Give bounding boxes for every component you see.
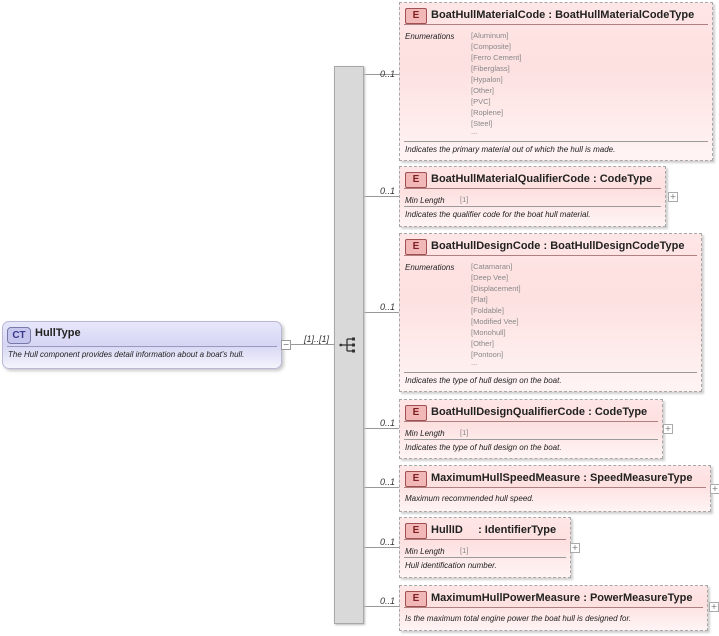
element-type: : CodeType [588, 406, 648, 418]
connector-line [362, 547, 399, 548]
complex-type-description: The Hull component provides detail infor… [8, 350, 245, 359]
complex-type-hulltype[interactable]: CT HullType The Hull component provides … [2, 321, 282, 369]
min-length-value: [1] [460, 428, 469, 437]
element-boathulldesignqualifiercode[interactable]: E BoatHullDesignQualifierCode : CodeType… [399, 399, 663, 459]
element-boathullmaterialcode[interactable]: E BoatHullMaterialCode : BoatHullMateria… [399, 2, 713, 161]
element-type: : BoatHullMaterialCodeType [548, 9, 695, 21]
divider [404, 206, 661, 207]
element-badge: E [405, 8, 427, 24]
enum-item: [Steel] [471, 119, 493, 128]
connector-line [362, 606, 399, 607]
enum-item: [Pontoon] [471, 350, 504, 359]
sequence-cardinality: [1]..[1] [304, 334, 330, 344]
enum-item: [Other] [471, 339, 494, 348]
sequence-compositor[interactable] [334, 66, 364, 624]
property-label: Enumerations [405, 32, 455, 41]
element-name: MaximumHullSpeedMeasure [431, 472, 581, 484]
element-description: Indicates the type of hull design on the… [405, 376, 562, 385]
element-description: Maximum recommended hull speed. [405, 494, 534, 503]
enum-item: [Composite] [471, 42, 512, 51]
element-badge: E [405, 591, 427, 607]
enum-item: [Ferro Cement] [471, 53, 522, 62]
element-maximumhullpowermeasure[interactable]: E MaximumHullPowerMeasure : PowerMeasure… [399, 585, 708, 631]
element-cardinality: 0..1 [380, 186, 396, 196]
element-hullid[interactable]: E HullID : IdentifierType Min Length [1]… [399, 517, 571, 578]
element-name: BoatHullMaterialQualifierCode [431, 173, 590, 185]
element-type: : IdentifierType [478, 524, 557, 536]
property-label: Min Length [405, 547, 445, 556]
element-name: MaximumHullPowerMeasure [431, 592, 581, 604]
divider [404, 439, 658, 440]
element-cardinality: 0..1 [380, 69, 396, 79]
plus-icon[interactable]: + [710, 484, 719, 494]
connector-line [362, 312, 399, 313]
enum-item: [Monohull] [471, 328, 506, 337]
element-cardinality: 0..1 [380, 477, 396, 487]
element-badge: E [405, 405, 427, 421]
divider [404, 141, 708, 142]
connector-line [280, 344, 334, 345]
plus-icon[interactable]: + [570, 543, 580, 553]
element-name: BoatHullDesignCode [431, 240, 541, 252]
enum-item: [Flat] [471, 295, 488, 304]
element-maximumhullspeedmeasure[interactable]: E MaximumHullSpeedMeasure : SpeedMeasure… [399, 465, 711, 512]
divider [404, 557, 566, 558]
complex-type-name: HullType [35, 327, 81, 339]
connector-line [362, 196, 399, 197]
element-badge: E [405, 239, 427, 255]
element-name: BoatHullMaterialCode [431, 9, 546, 21]
element-description: Indicates the qualifier code for the boa… [405, 210, 591, 219]
plus-icon[interactable]: + [709, 602, 719, 612]
element-description: Hull identification number. [405, 561, 497, 570]
enum-item: [Displacement] [471, 284, 521, 293]
property-label: Enumerations [405, 263, 455, 272]
enum-item: [Fiberglass] [471, 64, 510, 73]
enum-item: [Other] [471, 86, 494, 95]
enum-item: ... [471, 358, 478, 367]
enum-item: [Deep Vee] [471, 273, 509, 282]
element-name: HullID [431, 524, 463, 536]
element-description: Indicates the primary material out of wh… [405, 145, 616, 154]
element-badge: E [405, 172, 427, 188]
divider [404, 372, 697, 373]
divider [7, 346, 277, 347]
complex-type-badge: CT [7, 327, 31, 344]
element-boathullmaterialqualifiercode[interactable]: E BoatHullMaterialQualifierCode : CodeTy… [399, 166, 666, 227]
min-length-value: [1] [460, 546, 469, 555]
element-badge: E [405, 523, 427, 539]
enum-item: ... [471, 127, 478, 136]
element-name: BoatHullDesignQualifierCode [431, 406, 586, 418]
element-description: Is the maximum total engine power the bo… [405, 614, 632, 623]
minus-icon[interactable]: − [281, 340, 291, 350]
enum-item: [PVC] [471, 97, 491, 106]
element-type: : CodeType [592, 173, 653, 185]
min-length-value: [1] [460, 195, 469, 204]
element-cardinality: 0..1 [380, 596, 396, 606]
connector-line [362, 74, 399, 75]
element-type: : PowerMeasureType [583, 592, 693, 604]
connector-line [362, 487, 399, 488]
element-badge: E [405, 471, 427, 487]
connector-line [362, 428, 399, 429]
element-cardinality: 0..1 [380, 302, 396, 312]
element-type: : BoatHullDesignCodeType [543, 240, 685, 252]
enum-item: [Aluminum] [471, 31, 509, 40]
element-cardinality: 0..1 [380, 537, 396, 547]
element-type: : SpeedMeasureType [583, 472, 693, 484]
element-description: Indicates the type of hull design on the… [405, 443, 562, 452]
enum-item: [Hypalon] [471, 75, 503, 84]
element-cardinality: 0..1 [380, 418, 396, 428]
plus-icon[interactable]: + [668, 192, 678, 202]
property-label: Min Length [405, 196, 445, 205]
element-boathulldesigncode[interactable]: E BoatHullDesignCode : BoatHullDesignCod… [399, 233, 702, 392]
enum-item: [Catamaran] [471, 262, 513, 271]
property-label: Min Length [405, 429, 445, 438]
sequence-icon[interactable] [339, 336, 359, 354]
enum-item: [Roplene] [471, 108, 504, 117]
enum-item: [Foldable] [471, 306, 504, 315]
enum-item: [Modified Vee] [471, 317, 519, 326]
plus-icon[interactable]: + [663, 424, 673, 434]
